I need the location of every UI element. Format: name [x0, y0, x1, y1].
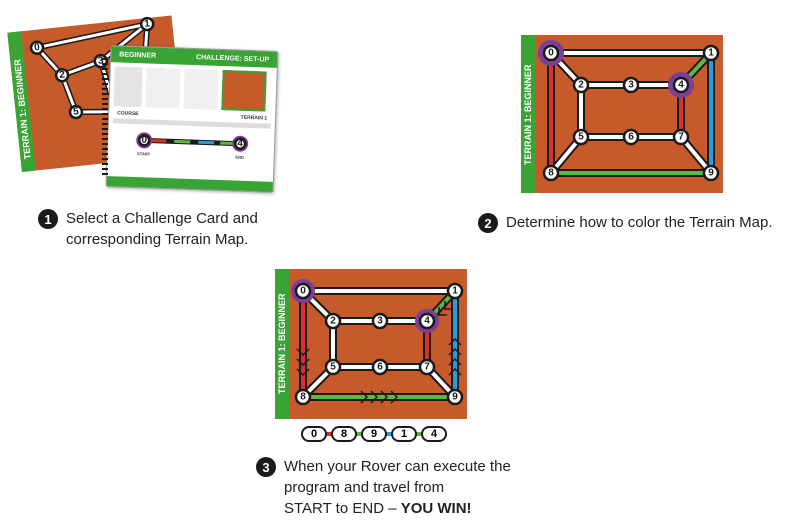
svg-text:5: 5 [73, 106, 80, 118]
step-1-number: 1 [38, 209, 58, 229]
card-terrain-label: TERRAIN 1 [240, 114, 268, 122]
step1-illustration: TERRAIN 1: BEGINNER 0 1 2 3 5 BEGINNER C… [4, 2, 284, 198]
svg-text:0: 0 [300, 286, 306, 297]
svg-text:4: 4 [424, 316, 430, 327]
terrain-side-label-2: TERRAIN 1: BEGINNER [523, 64, 533, 165]
svg-text:2: 2 [330, 316, 336, 327]
sequence-connector-blue [383, 432, 397, 436]
challenge-card[interactable]: BEGINNER CHALLENGE: SET-UP COURSE TERRAI… [105, 45, 279, 193]
step-1-line1: Select a Challenge Card and [66, 210, 258, 227]
step-1: 1 Select a Challenge Card and correspond… [38, 208, 258, 250]
svg-text:9: 9 [452, 392, 458, 403]
card-setup-panel-2 [183, 68, 219, 110]
step2-terrain-map: TERRAIN 1: BEGINNER 0 1 2 3 4 5 6 7 8 9 [521, 35, 723, 193]
svg-text:6: 6 [377, 362, 383, 373]
svg-text:4: 4 [237, 138, 243, 149]
svg-text:0: 0 [34, 42, 41, 54]
step-3-line1: When your Rover can execute the [284, 458, 511, 475]
terrain-side-label-3: TERRAIN 1: BEGINNER [277, 293, 287, 394]
card-course-label: COURSE [117, 110, 139, 118]
svg-text:5: 5 [330, 362, 336, 373]
svg-text:3: 3 [628, 80, 634, 91]
svg-text:9: 9 [708, 168, 714, 179]
route-arrows [296, 301, 462, 404]
step-3: 3 When your Rover can execute the progra… [256, 456, 511, 519]
svg-text:0: 0 [548, 48, 554, 59]
sequence-node-8: 8 [331, 426, 357, 442]
step-3-number: 3 [256, 457, 276, 477]
svg-text:7: 7 [424, 362, 430, 373]
card-setup-panel [145, 67, 181, 109]
svg-text:3: 3 [377, 316, 383, 327]
card-rover-panel [113, 66, 143, 108]
svg-text:8: 8 [300, 392, 306, 403]
sequence-node-0: 0 [301, 426, 327, 442]
svg-text:1: 1 [452, 286, 458, 297]
step-3-line3: START to END – YOU WIN! [284, 500, 472, 517]
sequence-node-1: 1 [391, 426, 417, 442]
sequence-node-9: 9 [361, 426, 387, 442]
svg-text:2: 2 [578, 80, 584, 91]
step-3-line2: program and travel from [284, 479, 445, 496]
svg-text:END: END [235, 155, 244, 160]
svg-text:2: 2 [59, 69, 66, 81]
sequence-connector-red [323, 432, 337, 436]
svg-text:7: 7 [678, 132, 684, 143]
step-2-number: 2 [478, 213, 498, 233]
svg-text:1: 1 [144, 18, 151, 30]
svg-text:3: 3 [97, 55, 104, 67]
step3-terrain-map: TERRAIN 1: BEGINNER 0 1 2 3 4 5 [275, 269, 467, 419]
step-1-line2: corresponding Terrain Map. [66, 231, 249, 248]
card-terrain-thumb [221, 70, 267, 112]
step-2-line1: Determine how to color the Terrain Map. [506, 214, 773, 231]
card-spiral-binding [102, 58, 108, 178]
sequence-connector-green-2 [413, 432, 427, 436]
svg-text:5: 5 [578, 132, 584, 143]
svg-text:4: 4 [678, 80, 684, 91]
sequence-connector-green [353, 432, 367, 436]
you-win-text: YOU WIN! [400, 500, 472, 517]
card-level: BEGINNER [119, 50, 157, 60]
step-2: 2 Determine how to color the Terrain Map… [478, 212, 773, 233]
svg-text:8: 8 [548, 168, 554, 179]
card-course-sequence: 0 4 START END [136, 132, 249, 160]
svg-text:6: 6 [628, 132, 634, 143]
card-title: CHALLENGE: SET-UP [195, 53, 270, 64]
sequence-node-4: 4 [421, 426, 447, 442]
svg-text:1: 1 [708, 48, 714, 59]
program-sequence: 0 8 9 1 4 [301, 426, 449, 442]
svg-text:START: START [137, 151, 151, 156]
svg-text:0: 0 [141, 135, 147, 146]
